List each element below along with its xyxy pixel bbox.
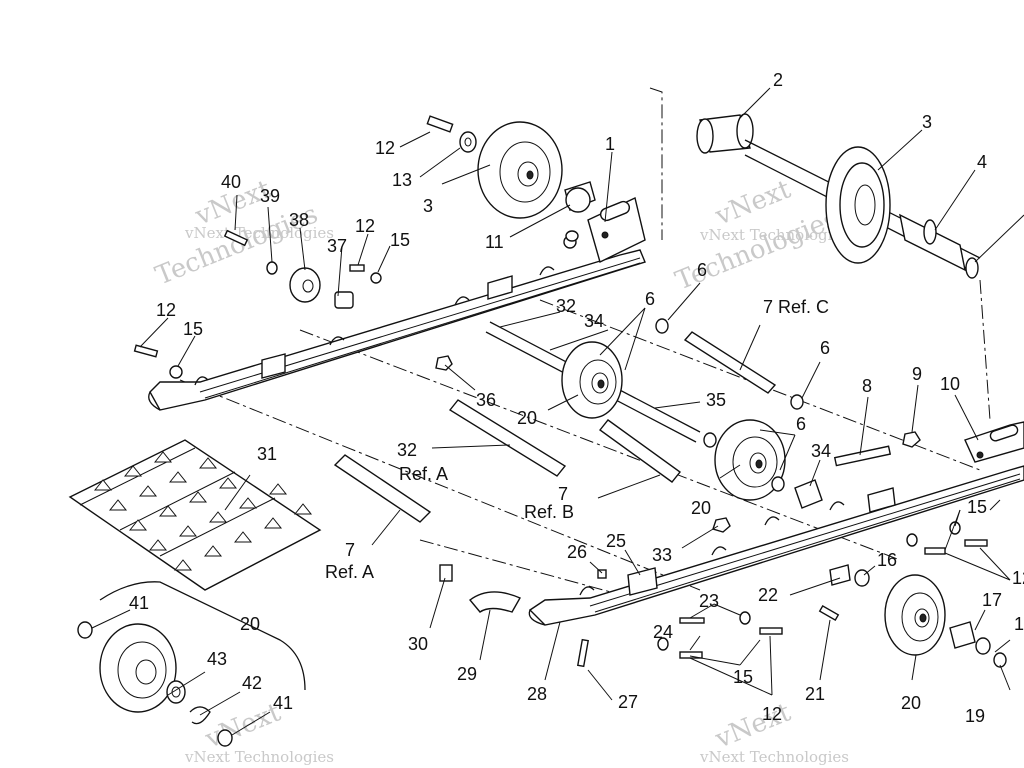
label-27: 27 (618, 692, 638, 712)
watermark-line: vNext Technologies (699, 748, 849, 766)
track-section (68, 439, 322, 591)
label-35: 35 (706, 390, 726, 410)
leader-lines (91, 87, 1024, 736)
label-10: 10 (940, 374, 960, 394)
watermark-line: vNext Technologies (184, 748, 334, 766)
label-38: 38 (289, 210, 309, 230)
label-12: 12 (156, 300, 176, 320)
label-8: 8 (862, 376, 872, 396)
label-23: 23 (699, 591, 719, 611)
label-6: 6 (645, 289, 655, 309)
label-34: 34 (811, 441, 831, 461)
label-15: 15 (967, 497, 987, 517)
label-12: 12 (355, 216, 375, 236)
label-ref-a: Ref. A (325, 562, 374, 582)
label-33: 33 (652, 545, 672, 565)
label-7: 7 (345, 540, 355, 560)
label-6: 6 (796, 414, 806, 434)
label-13: 13 (392, 170, 412, 190)
label-40: 40 (221, 172, 241, 192)
label-25: 25 (606, 531, 626, 551)
label-15: 15 (733, 667, 753, 687)
label-24: 24 (653, 622, 673, 642)
rear-small-parts (133, 229, 579, 379)
cross-shafts (333, 331, 777, 523)
label-9: 9 (912, 364, 922, 384)
label-28: 28 (527, 684, 547, 704)
label-12: 12 (375, 138, 395, 158)
label-12: 12 (1012, 568, 1024, 588)
label-11: 11 (485, 232, 504, 252)
label-37: 37 (327, 236, 347, 256)
label-6: 6 (820, 338, 830, 358)
label-41: 41 (273, 693, 293, 713)
middle-axle-assembly (485, 318, 823, 509)
front-idler-wheel (829, 564, 1007, 668)
label-7-ref-c: 7 Ref. C (763, 297, 829, 317)
rear-axle-assembly (696, 113, 981, 279)
label-41: 41 (129, 593, 149, 613)
label-7: 7 (558, 484, 568, 504)
label-16: 16 (877, 550, 897, 570)
label-15: 15 (1014, 614, 1024, 634)
label-22: 22 (758, 585, 778, 605)
watermark-brand: Technologies (671, 204, 842, 296)
label-36: 36 (476, 390, 496, 410)
label-20: 20 (517, 408, 537, 428)
label-32: 32 (397, 440, 417, 460)
lower-rail (528, 421, 1024, 626)
label-15: 15 (390, 230, 410, 250)
label-6: 6 (697, 260, 707, 280)
label-3: 3 (922, 112, 932, 132)
label-4: 4 (977, 152, 987, 172)
label-1: 1 (605, 134, 615, 154)
watermark-line: vNext Technologies (184, 224, 334, 242)
label-42: 42 (242, 673, 262, 693)
label-17: 17 (982, 590, 1002, 610)
label-34: 34 (584, 311, 604, 331)
label-12: 12 (762, 704, 782, 724)
label-15: 15 (183, 319, 203, 339)
label-ref-a: Ref. A (399, 464, 448, 484)
label-20: 20 (691, 498, 711, 518)
label-20: 20 (240, 614, 260, 634)
label-21: 21 (805, 684, 825, 704)
label-43: 43 (207, 649, 227, 669)
wheel-detail-group (77, 581, 306, 747)
label-20: 20 (901, 693, 921, 713)
upper-rail (148, 197, 646, 411)
label-30: 30 (408, 634, 428, 654)
label-26: 26 (567, 542, 587, 562)
watermark-line: vNext Technologies (699, 226, 849, 244)
part-labels: 1 2 3 3 4 6 6 6 6 7 Ref. C 7 Ref. B 7 Re… (129, 70, 1024, 726)
watermark-brand: vNext (710, 697, 795, 755)
upper-idler-wheel (426, 115, 596, 219)
front-fasteners (576, 431, 988, 668)
label-31: 31 (257, 444, 277, 464)
label-32: 32 (556, 296, 576, 316)
label-19: 19 (965, 706, 985, 726)
label-ref-b: Ref. B (524, 502, 574, 522)
label-3: 3 (423, 196, 433, 216)
label-39: 39 (260, 186, 280, 206)
label-29: 29 (457, 664, 477, 684)
label-2: 2 (773, 70, 783, 90)
lower-slide-parts (439, 564, 521, 613)
